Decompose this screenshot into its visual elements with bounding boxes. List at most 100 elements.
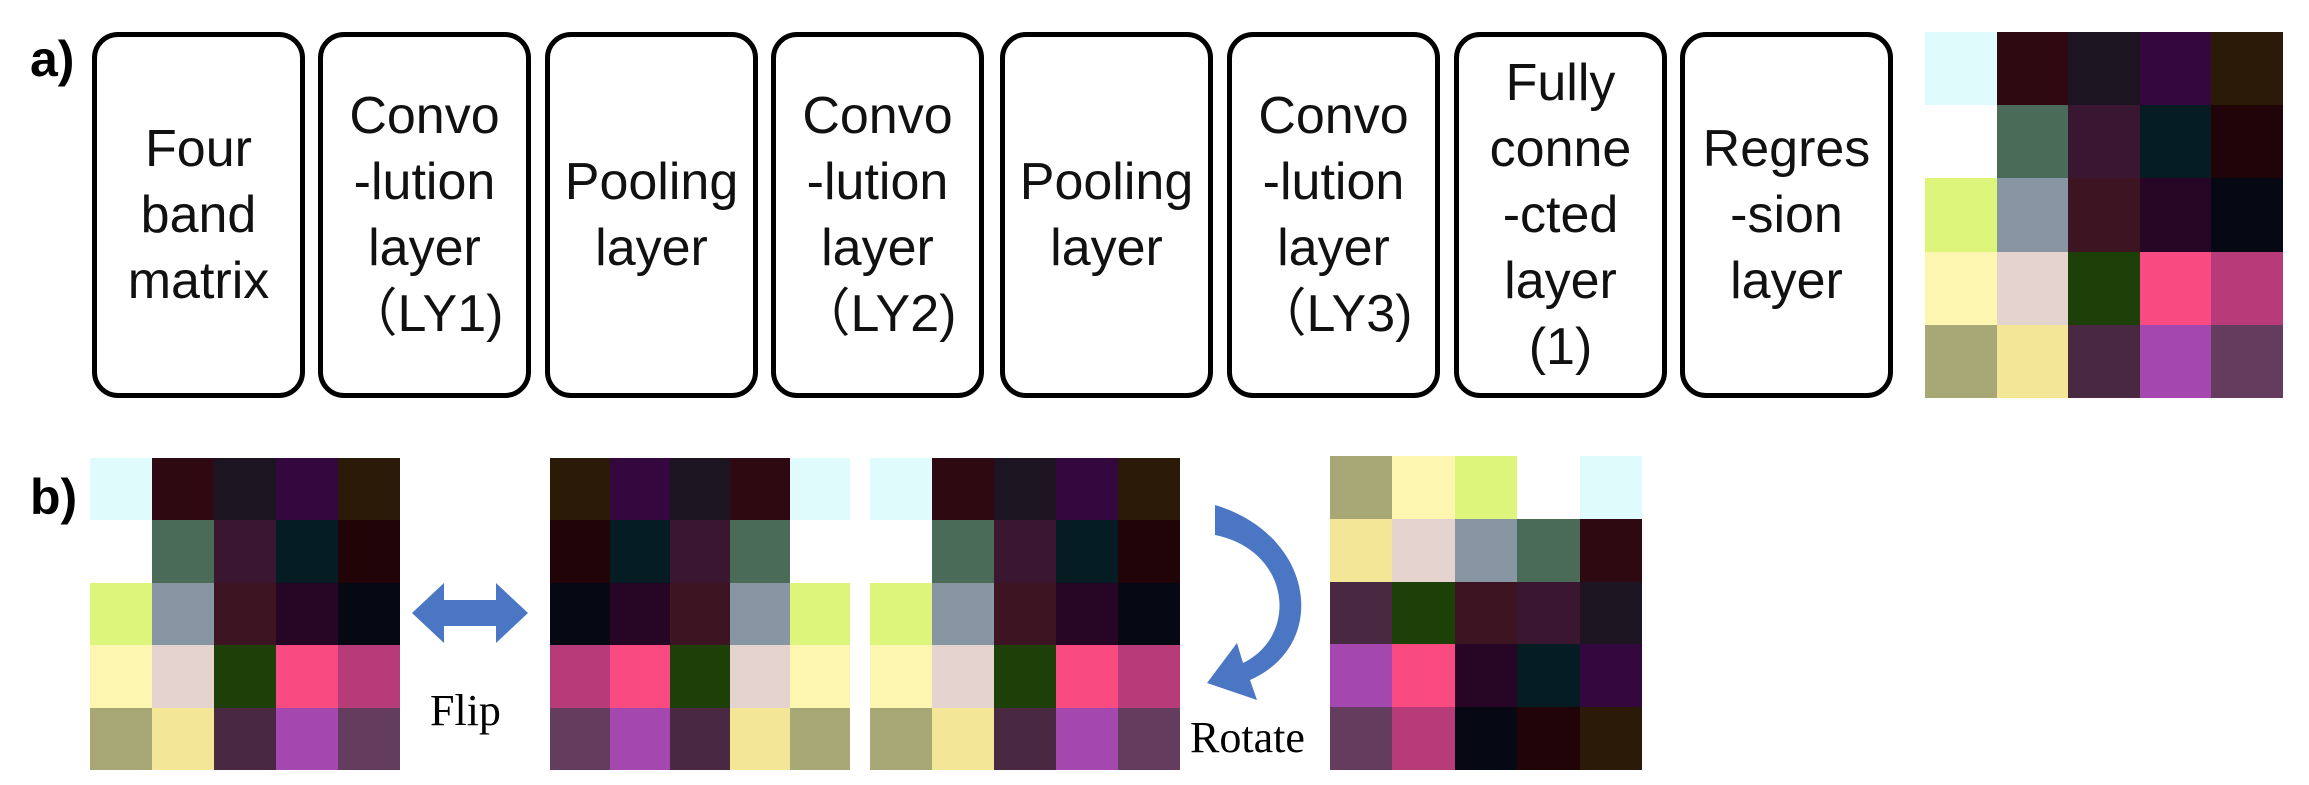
matrix-cell [152,707,214,770]
box-label: Convo -lution layer （LY1) [345,87,504,343]
matrix-cell [1454,456,1518,519]
matrix-cell [730,458,790,521]
box-label: Convo -lution layer （LY2) [798,87,957,343]
matrix-cell [90,707,152,770]
matrix-cell [790,645,850,708]
panel-a-label: a) [30,31,75,87]
matrix-original [90,458,400,770]
matrix-cell [1454,707,1518,770]
matrix-cell [610,520,670,583]
matrix-cell [1392,644,1455,708]
matrix-cell [276,582,338,646]
rotate-arrow-shape [1207,505,1302,700]
matrix-cell [550,645,610,708]
box-input-matrix: Four band matrix [92,32,305,398]
matrix-cell [1517,518,1580,582]
matrix-cell [1996,32,2069,106]
matrix-cell [1925,178,1997,252]
matrix-cell [1579,518,1642,582]
matrix-cell [2139,324,2212,398]
matrix-cell [1517,456,1580,519]
matrix-cell [994,582,1056,646]
matrix-cell [214,458,276,521]
matrix-cell [1517,707,1580,770]
matrix-rotated [1330,456,1642,770]
matrix-cell [730,645,790,708]
matrix-cell [214,520,276,583]
matrix-cell [1925,105,1997,179]
matrix-cell [550,707,610,770]
matrix-cell [1579,707,1642,770]
box-pooling-2: Pooling layer [1000,32,1213,398]
matrix-cell [670,520,730,583]
matrix-cell [2139,105,2212,179]
matrix-cell [2068,105,2140,179]
matrix-cell [1925,324,1997,398]
matrix-cell [276,520,338,583]
matrix-cell [670,582,730,646]
rotate-label: Rotate [1190,713,1305,762]
curved-rotate-arrow-icon [1207,505,1302,700]
matrix-cell [2139,178,2212,252]
matrix-cell [1392,707,1455,770]
matrix-cell [550,520,610,583]
matrix-cell [1996,178,2069,252]
matrix-cell [994,707,1056,770]
matrix-cell [276,707,338,770]
double-arrow-icon [412,583,528,643]
matrix-cell [338,707,400,770]
matrix-cell [152,582,214,646]
matrix-cell [2139,32,2212,106]
matrix-cell [870,707,932,770]
matrix-cell [550,458,610,521]
matrix-cell [932,582,994,646]
matrix-cell [790,707,850,770]
matrix-cell [1925,32,1997,106]
matrix-cell [1925,251,1997,325]
matrix-cell [1454,644,1518,708]
matrix-cell [1330,644,1393,708]
matrix-cell [790,458,850,521]
matrix-cell [1056,520,1118,583]
matrix-cell [1579,581,1642,645]
matrix-cell [338,582,400,646]
matrix-cell [610,458,670,521]
matrix-cell [90,582,152,646]
matrix-cell [2068,251,2140,325]
matrix-cell [276,458,338,521]
box-fully-connected: Fully conne -cted layer (1) [1454,32,1667,398]
matrix-cell [932,707,994,770]
matrix-cell [2211,32,2283,106]
matrix-cell [1517,581,1580,645]
matrix-cell [870,520,932,583]
box-pooling-1: Pooling layer [545,32,758,398]
matrix-cell [1996,251,2069,325]
matrix-cell [214,645,276,708]
matrix-cell [1056,458,1118,521]
box-label: Fully conne -cted layer (1) [1489,54,1632,376]
panel-b-label: b) [30,469,78,525]
matrix-cell [214,582,276,646]
matrix-cell [152,520,214,583]
matrix-cell [1996,105,2069,179]
matrix-cell [1056,707,1118,770]
matrix-cell [1330,518,1393,582]
matrix-cell [730,520,790,583]
matrix-cell [2139,251,2212,325]
matrix-cell [2068,32,2140,106]
matrix-cell [1996,324,2069,398]
matrix-before-rotation [870,458,1180,770]
matrix-cell [994,520,1056,583]
matrix-cell [1517,644,1580,708]
matrix-cell [2211,324,2283,398]
matrix-cell [1579,644,1642,708]
matrix-cell [610,707,670,770]
matrix-cell [790,582,850,646]
matrix-cell [2211,251,2283,325]
matrix-cell [932,458,994,521]
matrix-cell [90,520,152,583]
matrix-cell [1330,456,1393,519]
matrix-cell [1579,456,1642,519]
matrix-cell [870,458,932,521]
matrix-cell [152,645,214,708]
